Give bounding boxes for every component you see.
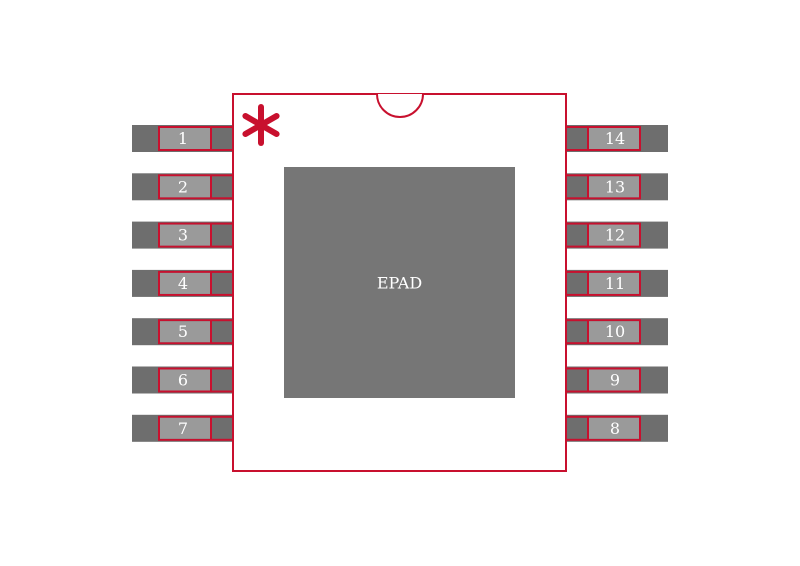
pin-number-label: 8 [610,419,620,438]
pad-outline [158,270,234,296]
pin-number-label: 9 [610,371,620,390]
pad-fill [588,369,639,391]
pin-number-label: 4 [178,274,188,293]
pin-number-label: 7 [178,419,188,438]
pin-number-label: 12 [605,226,625,245]
pad-fill [588,128,639,149]
pad-fill [588,417,639,439]
package-body-layer: EPAD [232,93,567,472]
orientation-notch [376,93,424,118]
pad-outline [565,319,641,345]
pad-fill [588,224,639,246]
pad-fill [160,272,211,294]
pad-fill [588,272,639,294]
asterisk-stroke [242,113,280,137]
pad-fill [160,369,211,391]
pin-number-label: 1 [178,129,188,148]
pad-outline [565,415,641,441]
pin-number-label: 5 [178,322,188,341]
pad-fill [588,321,639,343]
pad-outline [158,367,234,393]
pad-fill [160,176,211,198]
pad-fill [160,321,211,343]
pad-outline [158,319,234,345]
pad-fill [588,176,639,198]
pad-outline [158,126,234,151]
pad-outline [565,126,641,151]
exposed-pad [284,167,515,398]
pin-number-label: 6 [178,371,188,390]
pad-fill [160,417,211,439]
pad-fill [160,224,211,246]
pin-number-label: 11 [605,274,625,293]
pin-number-label: 13 [605,177,625,196]
pin-number-label: 10 [605,322,625,341]
pin-number-label: 14 [605,129,625,148]
pad-outline [565,222,641,248]
pad-outline [158,415,234,441]
pin-number-label: 2 [178,177,188,196]
pad-outline [565,174,641,200]
pad-outline [158,174,234,200]
pin1-marker-icon [242,104,280,146]
pad-outline [158,222,234,248]
pad-outline [565,270,641,296]
pad-outline [565,367,641,393]
pin-number-label: 3 [178,226,188,245]
pad-fill [160,128,211,149]
epad-label: EPAD [377,274,422,293]
